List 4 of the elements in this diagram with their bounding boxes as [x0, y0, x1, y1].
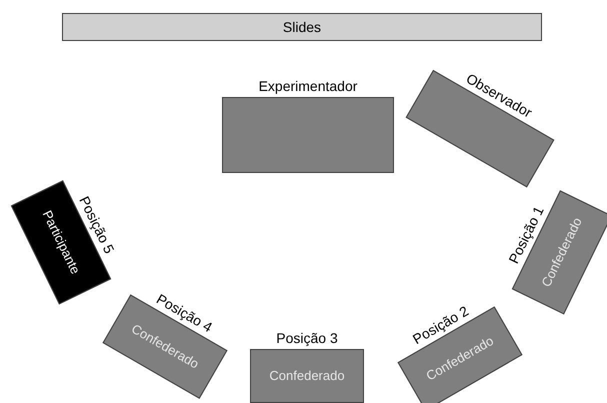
slides-bar: Slides [62, 13, 542, 41]
seat-box: Confederado [250, 349, 364, 403]
position-label: Experimentador [258, 77, 358, 95]
position-label: Posição 3 [276, 329, 338, 347]
